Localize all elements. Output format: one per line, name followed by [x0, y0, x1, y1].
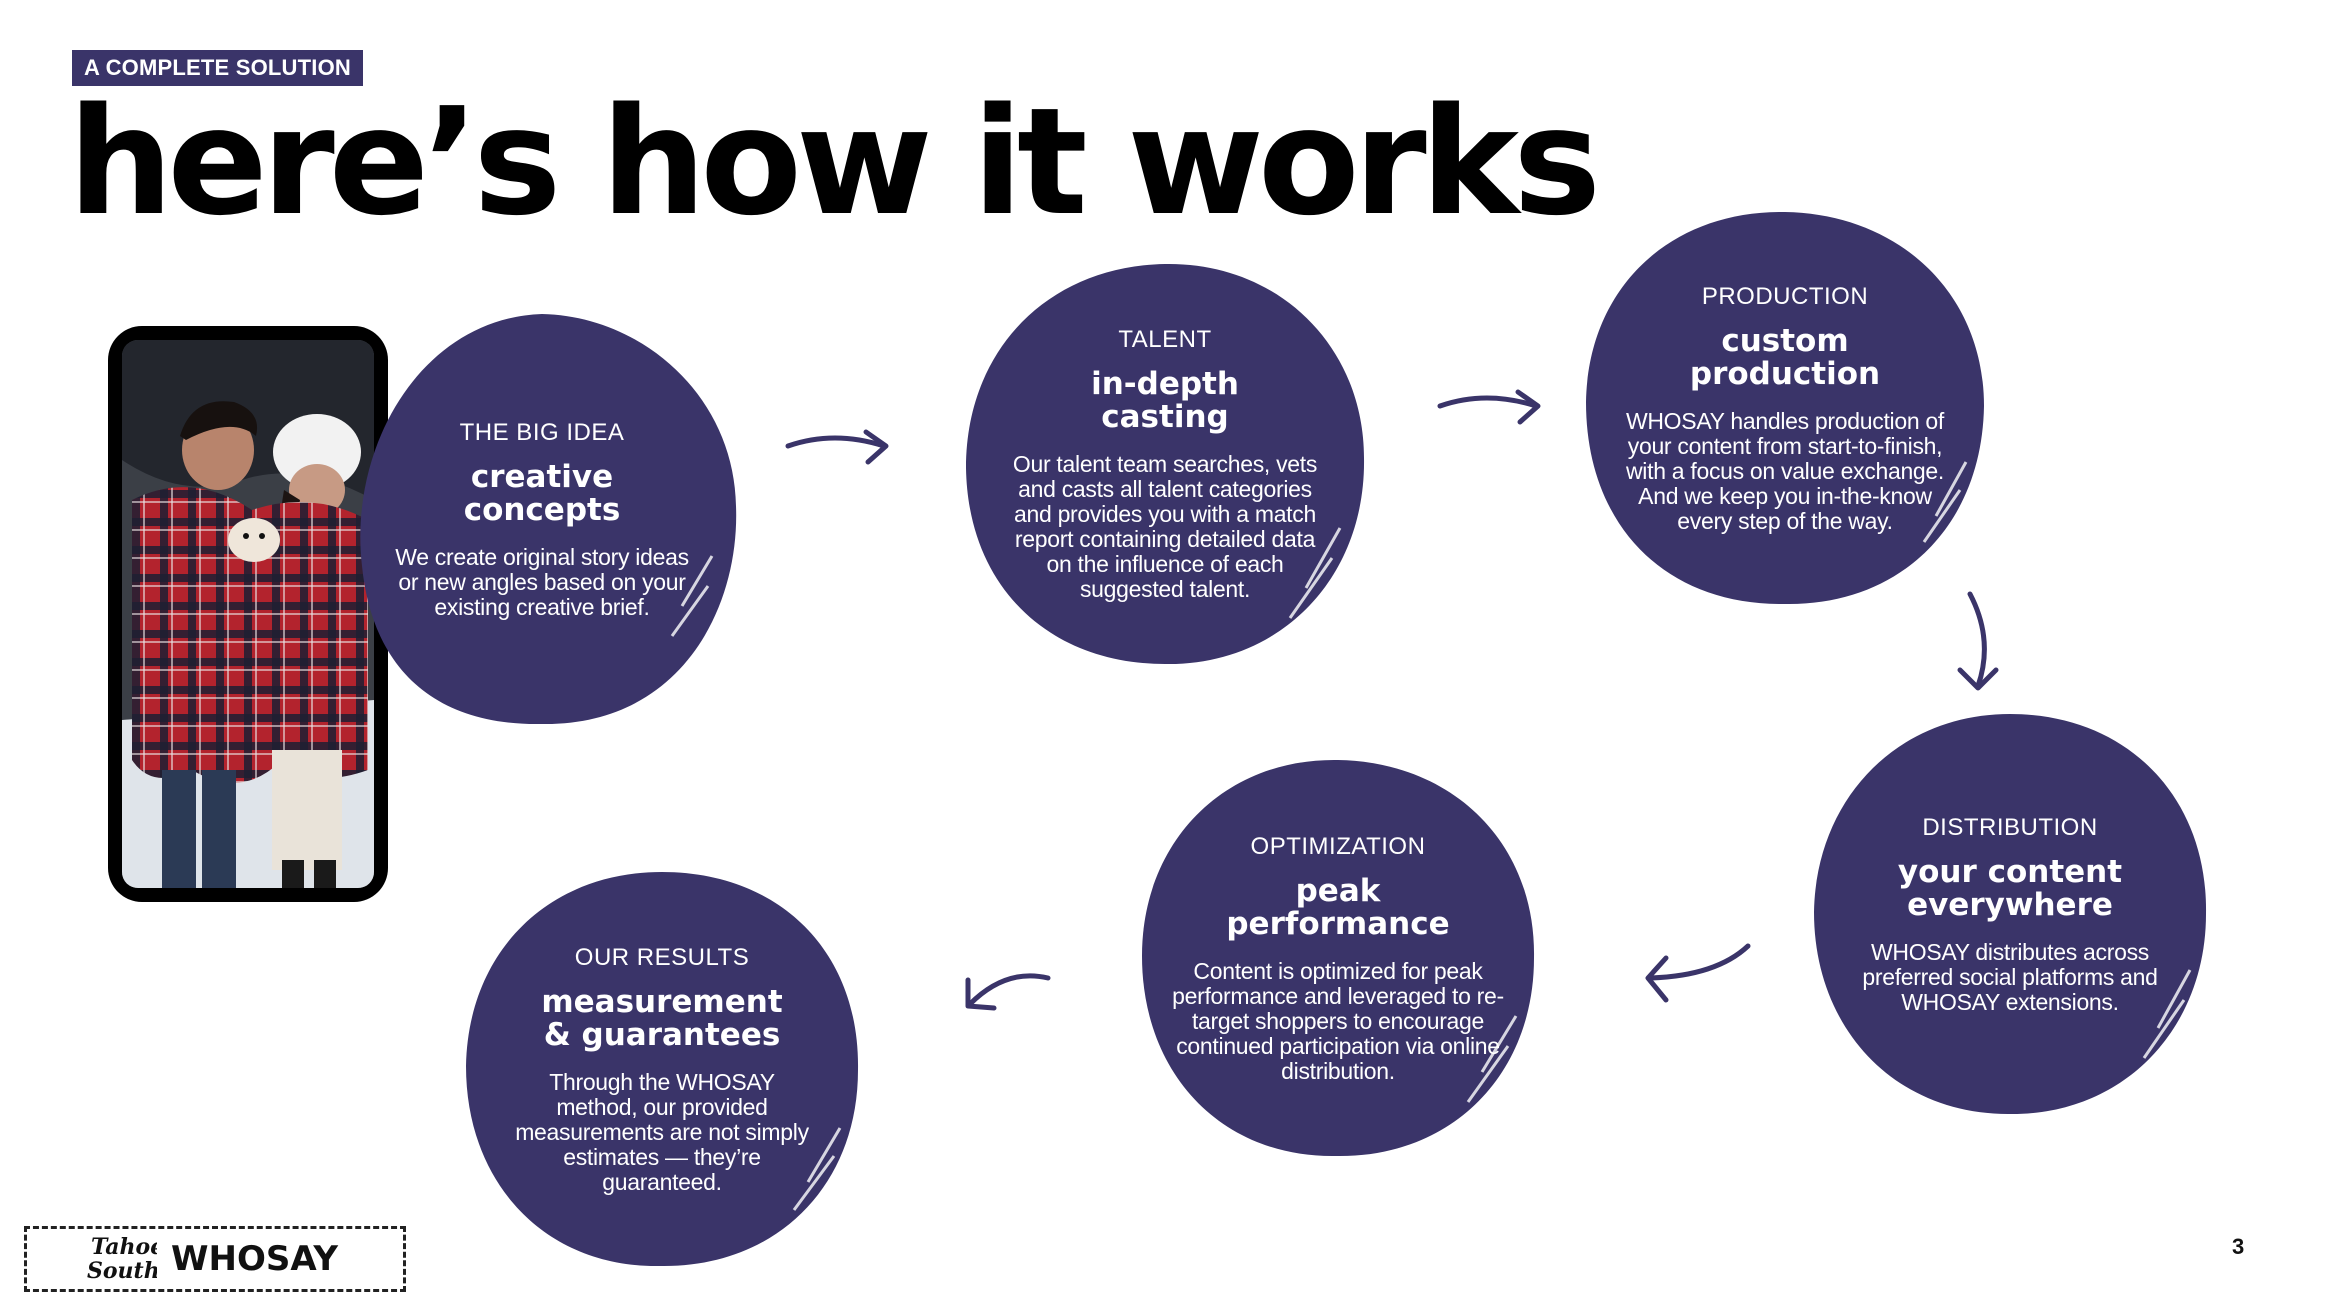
step-card-distribution: DISTRIBUTION your content everywhere WHO…: [1808, 708, 2212, 1120]
step-heading: peak performance: [1226, 872, 1450, 942]
step-description: WHOSAY distributes across preferred soci…: [1862, 938, 2158, 1015]
arrow-down-icon: [1957, 591, 1999, 691]
step-category: OPTIMIZATION: [1250, 832, 1426, 860]
page-number: 3: [2232, 1234, 2245, 1259]
arrow-right-icon: [1437, 389, 1541, 425]
arrow-left-icon: [965, 973, 1051, 1011]
step-heading: your content everywhere: [1897, 853, 2123, 923]
svg-text:South: South: [87, 1258, 157, 1284]
step-description: Content is optimized for peak performanc…: [1172, 957, 1504, 1084]
step-description: Our talent team searches, vets and casts…: [1012, 451, 1318, 602]
brush-circle: [1586, 211, 1984, 605]
svg-text:Tahoe: Tahoe: [91, 1234, 157, 1260]
arrow-right-icon: [785, 429, 889, 465]
phone-mockup: [108, 326, 388, 902]
step-heading: custom production: [1689, 322, 1881, 392]
step-card-results: OUR RESULTS measurement & guarantees Thr…: [460, 866, 864, 1272]
brush-circle: [1814, 714, 2207, 1115]
step-card-big-idea: THE BIG IDEA creative concepts We create…: [342, 306, 742, 732]
eyebrow-label: A COMPLETE SOLUTION: [72, 50, 363, 86]
step-card-production: PRODUCTION custom production WHOSAY hand…: [1580, 206, 1990, 610]
arrow-left-icon: [1645, 943, 1751, 1003]
page-title: here’s how it works: [68, 76, 1601, 248]
step-category: PRODUCTION: [1701, 282, 1869, 310]
footer-logos: Tahoe South WHOSAY: [24, 1226, 406, 1292]
step-heading: in-depth casting: [1091, 366, 1239, 435]
tahoe-south-logo: Tahoe South: [87, 1232, 164, 1287]
step-heading: creative concepts: [463, 458, 621, 528]
brush-circle: [1142, 759, 1535, 1157]
step-description: WHOSAY handles production of your conten…: [1625, 407, 1945, 534]
step-heading: measurement & guarantees: [541, 983, 783, 1053]
brush-circle: [966, 263, 1365, 665]
couple-photo: [122, 340, 374, 888]
step-category: OUR RESULTS: [574, 943, 750, 971]
whosay-logo: WHOSAY: [171, 1239, 339, 1279]
step-card-talent: TALENT in-depth casting Our talent team …: [960, 258, 1370, 670]
brush-circle: [466, 872, 859, 1267]
step-description: We create original story ideas or new an…: [395, 543, 689, 620]
step-category: THE BIG IDEA: [459, 418, 625, 446]
step-category: TALENT: [1118, 326, 1212, 353]
step-description: Through the WHOSAY method, our provided …: [515, 1068, 809, 1195]
step-card-optimization: OPTIMIZATION peak performance Content is…: [1136, 754, 1540, 1162]
brush-circle: [360, 314, 737, 725]
step-category: DISTRIBUTION: [1922, 813, 2098, 841]
